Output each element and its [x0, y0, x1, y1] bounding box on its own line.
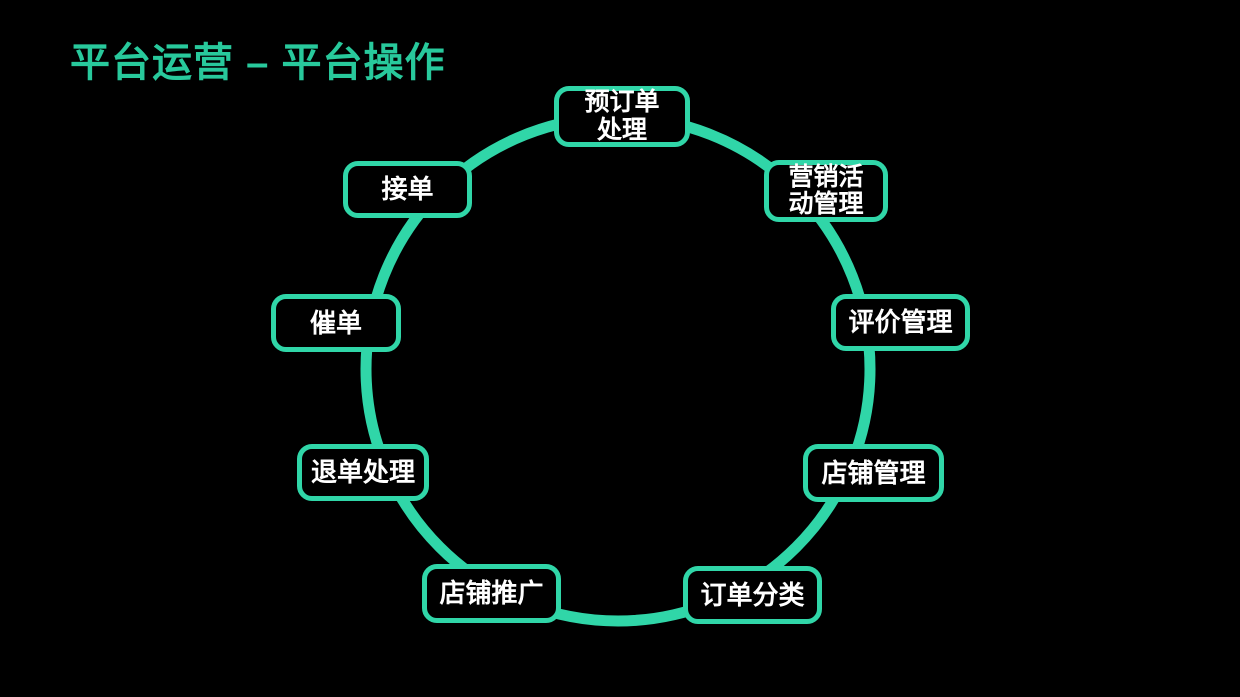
node-store-management: 店铺管理	[803, 444, 944, 502]
node-store-promotion: 店铺推广	[422, 564, 561, 623]
slide-title: 平台运营 – 平台操作	[70, 41, 446, 85]
node-refund-order-processing: 退单处理	[297, 444, 429, 501]
node-reserve-order-processing: 预订单 处理	[554, 86, 690, 147]
node-order-classification: 订单分类	[683, 566, 822, 624]
node-order-acceptance: 接单	[343, 161, 472, 218]
node-order-reminder: 催单	[271, 294, 401, 352]
node-review-management: 评价管理	[831, 294, 970, 351]
node-marketing-campaign-management: 营销活 动管理	[764, 160, 888, 222]
